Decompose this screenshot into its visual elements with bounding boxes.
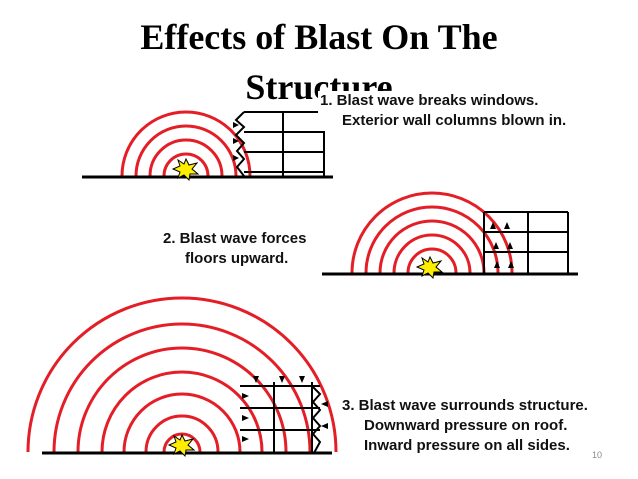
caption-step-3-line2: Downward pressure on roof. [364, 417, 568, 434]
blast-wave-rings-3 [26, 296, 338, 453]
caption-step-2: 2. Blast wave forces floors upward. [163, 229, 306, 269]
caption-step-2-line2: floors upward. [185, 250, 289, 267]
caption-step-3-line1: 3. Blast wave surrounds structure. [342, 397, 588, 414]
caption-step-3-line3: Inward pressure on all sides. [364, 437, 570, 454]
pressure-arrow-icon [490, 222, 514, 268]
caption-step-1-line2: Exterior wall columns blown in. [342, 112, 567, 129]
scene-1 [82, 110, 333, 181]
page-number: 10 [591, 450, 602, 460]
slide-title-line1: Effects of Blast On The [140, 17, 498, 57]
caption-step-2-line1: 2. Blast wave forces [163, 230, 307, 247]
scene-3 [26, 296, 338, 457]
pressure-arrow-icon [242, 376, 328, 442]
building-3 [240, 382, 322, 454]
blast-wave-rings-1 [120, 110, 252, 177]
building-1 [234, 111, 325, 177]
caption-step-1-line1: 1. Blast wave breaks windows. [320, 92, 539, 109]
blast-wave-rings-2 [350, 191, 514, 274]
scene-2 [322, 191, 578, 279]
caption-step-1: 1. Blast wave breaks windows. Exterior w… [318, 91, 569, 131]
caption-step-3: 3. Blast wave surrounds structure. Downw… [342, 396, 588, 456]
building-2 [483, 211, 569, 274]
pressure-arrow-icon [233, 122, 239, 161]
slide-title: Effects of Blast On The Structure [0, 12, 638, 112]
